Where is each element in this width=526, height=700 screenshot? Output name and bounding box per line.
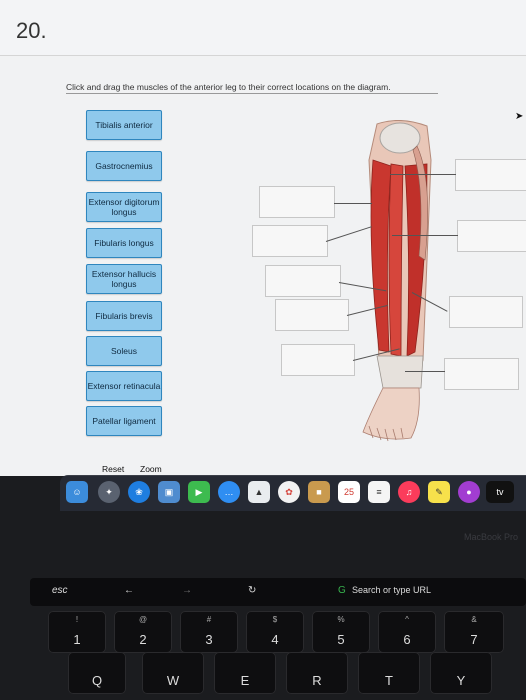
drop-zone-4[interactable] bbox=[275, 299, 349, 331]
calendar-icon[interactable]: 25 bbox=[338, 481, 360, 503]
cursor-icon: ➤ bbox=[515, 111, 524, 122]
url-search-field[interactable]: Search or type URL bbox=[352, 585, 432, 595]
drop-zone-5[interactable] bbox=[281, 344, 355, 376]
anterior-leg-diagram bbox=[362, 120, 432, 442]
leader-line bbox=[334, 203, 372, 204]
messages-icon[interactable]: … bbox=[218, 481, 240, 503]
calendar-day: 25 bbox=[343, 487, 354, 497]
leader-line bbox=[392, 235, 458, 236]
worksheet-header: 20. bbox=[0, 0, 526, 60]
zoom-button[interactable]: Zoom bbox=[140, 464, 162, 474]
google-icon: G bbox=[338, 585, 346, 596]
reset-button[interactable]: Reset bbox=[102, 464, 125, 474]
key-2[interactable]: @2 bbox=[114, 611, 172, 653]
notes-icon[interactable]: ✎ bbox=[428, 481, 450, 503]
podcasts-icon[interactable]: ● bbox=[458, 481, 480, 503]
drop-zone-1[interactable] bbox=[259, 186, 335, 218]
label-gastrocnemius[interactable]: Gastrocnemius bbox=[86, 151, 162, 181]
key-4[interactable]: $4 bbox=[246, 611, 304, 653]
apple-tv-icon[interactable]: tv bbox=[486, 481, 514, 503]
facetime-icon[interactable]: ▶ bbox=[188, 481, 210, 503]
label-patellar-ligament[interactable]: Patellar ligament bbox=[86, 406, 162, 436]
leader-line bbox=[390, 174, 456, 175]
key-w[interactable]: W bbox=[142, 652, 204, 694]
drop-zone-9[interactable] bbox=[444, 358, 519, 390]
instructions: Click and drag the muscles of the anteri… bbox=[66, 82, 438, 94]
key-y[interactable]: Y bbox=[430, 652, 492, 694]
key-5[interactable]: %5 bbox=[312, 611, 370, 653]
key-e[interactable]: E bbox=[214, 652, 276, 694]
key-6[interactable]: ^6 bbox=[378, 611, 436, 653]
label-fibularis-longus[interactable]: Fibularis longus bbox=[86, 228, 162, 258]
key-q[interactable]: Q bbox=[68, 652, 126, 694]
question-number: 20. bbox=[16, 18, 47, 43]
drop-zone-7[interactable] bbox=[457, 220, 526, 252]
back-icon[interactable]: ← bbox=[124, 585, 134, 596]
photos-icon[interactable]: ✿ bbox=[278, 481, 300, 503]
label-extensor-hallucis-longus[interactable]: Extensor hallucis longus bbox=[86, 264, 162, 294]
esc-key[interactable]: esc bbox=[52, 585, 68, 596]
touch-bar: esc ← → ↻ G Search or type URL bbox=[30, 578, 526, 606]
laptop-name: MacBook Pro bbox=[463, 532, 518, 542]
launchpad-icon[interactable]: ✦ bbox=[98, 481, 120, 503]
maps-icon[interactable]: ▲ bbox=[248, 481, 270, 503]
key-r[interactable]: R bbox=[286, 652, 348, 694]
contacts-icon[interactable]: ■ bbox=[308, 481, 330, 503]
reminders-icon[interactable]: ≡ bbox=[368, 481, 390, 503]
label-fibularis-brevis[interactable]: Fibularis brevis bbox=[86, 301, 162, 331]
key-1[interactable]: !1 bbox=[48, 611, 106, 653]
drop-zone-6[interactable] bbox=[455, 159, 526, 191]
label-soleus[interactable]: Soleus bbox=[86, 336, 162, 366]
drop-zone-8[interactable] bbox=[449, 296, 523, 328]
key-7[interactable]: &7 bbox=[444, 611, 504, 653]
reload-icon[interactable]: ↻ bbox=[248, 585, 257, 596]
tv-label: tv bbox=[496, 487, 504, 497]
key-t[interactable]: T bbox=[358, 652, 420, 694]
drop-zone-3[interactable] bbox=[265, 265, 341, 297]
photo-booth-icon[interactable]: ▣ bbox=[158, 481, 180, 503]
music-icon[interactable]: ♫ bbox=[398, 481, 420, 503]
dock: ☺ ✦ ❀ ▣ ▶ … ▲ ✿ ■ 25 ≡ ♫ ✎ ● tv bbox=[60, 475, 526, 511]
key-3[interactable]: #3 bbox=[180, 611, 238, 653]
leader-line bbox=[405, 371, 445, 372]
label-tibialis-anterior[interactable]: Tibialis anterior bbox=[86, 110, 162, 140]
laptop-screen: Click and drag the muscles of the anteri… bbox=[0, 55, 526, 476]
forward-icon[interactable]: → bbox=[182, 585, 192, 596]
label-extensor-digitorum-longus[interactable]: Extensor digitorum longus bbox=[86, 192, 162, 222]
finder-icon[interactable]: ☺ bbox=[66, 481, 88, 503]
drop-zone-2[interactable] bbox=[252, 225, 328, 257]
label-extensor-retinacula[interactable]: Extensor retinacula bbox=[86, 371, 162, 401]
safari-icon[interactable]: ❀ bbox=[128, 481, 150, 503]
